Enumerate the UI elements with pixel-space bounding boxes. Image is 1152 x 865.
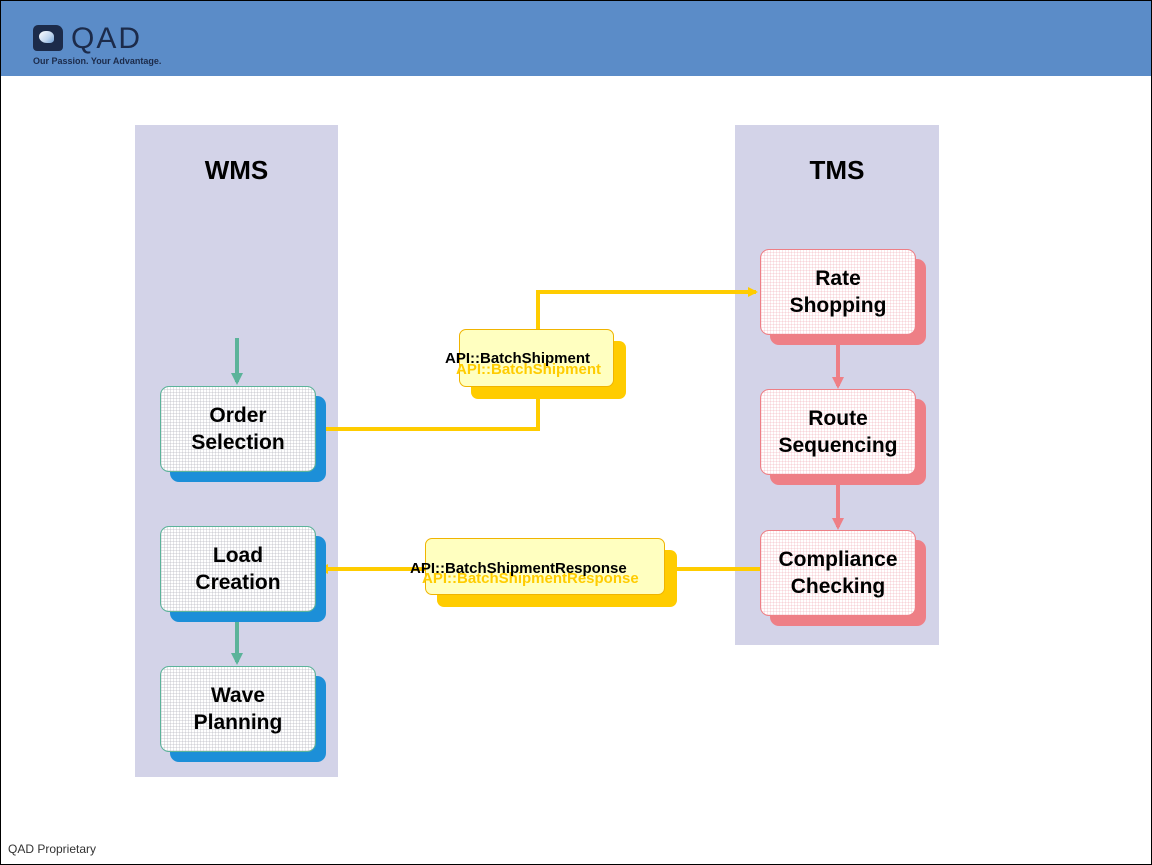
order-selection-box: Order Selection — [160, 386, 326, 482]
wave-planning-label: Wave Planning — [160, 666, 316, 752]
batch-shipment-response-label: API::BatchShipmentResponse — [410, 560, 627, 577]
wms-title: WMS — [204, 155, 269, 185]
compliance-checking-label: Compliance Checking — [760, 530, 916, 616]
tms-title: TMS — [809, 155, 865, 185]
batch-shipment-message: API::BatchShipment API::BatchShipment — [445, 329, 629, 399]
header-bar: QAD Our Passion. Your Advantage. — [1, 1, 1151, 76]
compliance-checking-box: Compliance Checking — [760, 530, 926, 626]
batch-shipment-response-message: API::BatchShipmentResponse API::BatchShi… — [410, 538, 685, 608]
rate-shopping-label: Rate Shopping — [760, 249, 916, 335]
footer-text: QAD Proprietary — [8, 842, 97, 856]
rate-shopping-box: Rate Shopping — [760, 249, 926, 345]
load-creation-box: Load Creation — [160, 526, 326, 622]
load-creation-label: Load Creation — [160, 526, 316, 612]
qad-logo-icon — [33, 25, 63, 51]
logo-tagline: Our Passion. Your Advantage. — [33, 56, 162, 66]
batch-shipment-label: API::BatchShipment — [445, 350, 591, 367]
order-selection-label: Order Selection — [160, 386, 316, 472]
wave-planning-box: Wave Planning — [160, 666, 326, 762]
batch-shipment-shadow-text: API::BatchShipment — [456, 361, 602, 378]
route-sequencing-label: Route Sequencing — [760, 389, 916, 475]
route-sequencing-box: Route Sequencing — [760, 389, 926, 485]
batch-shipment-response-shadow-text: API::BatchShipmentResponse — [422, 570, 639, 587]
logo-text: QAD — [71, 22, 143, 55]
